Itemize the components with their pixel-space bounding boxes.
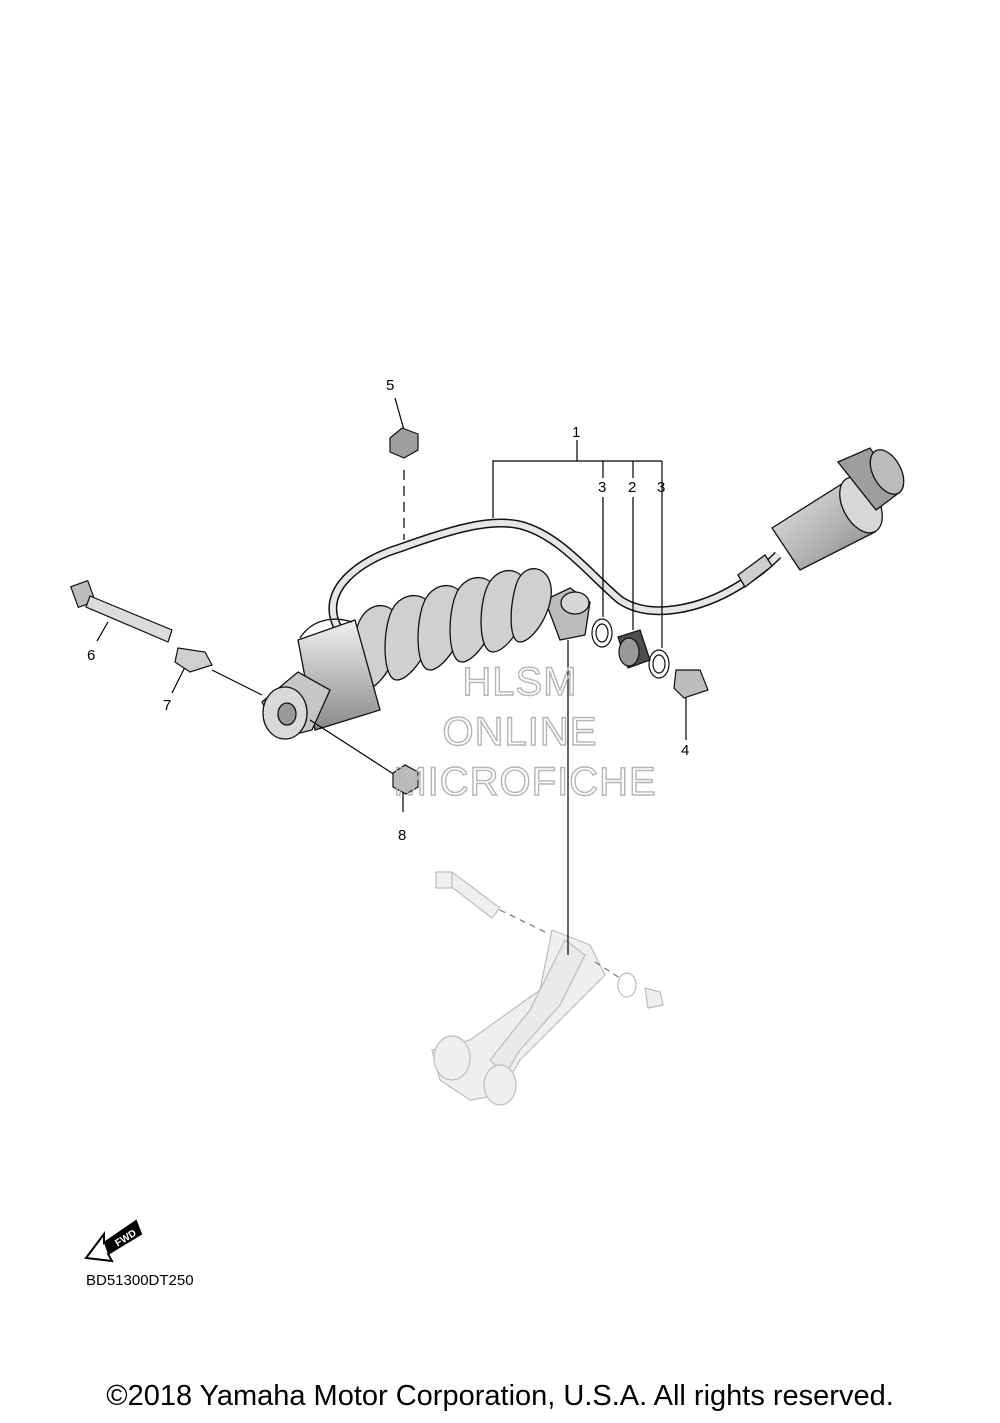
callout-3b: 3 <box>657 479 665 496</box>
svg-text:MICROFICHE: MICROFICHE <box>393 760 656 804</box>
relay-arm-ghost <box>431 871 664 1106</box>
fwd-arrow-icon: FWD <box>84 1219 143 1263</box>
small-parts <box>70 427 709 795</box>
callout-1: 1 <box>572 424 580 441</box>
callout-6: 6 <box>87 647 95 664</box>
collar-guide-ghost <box>594 961 621 979</box>
callout-5: 5 <box>386 377 394 394</box>
callout-3a: 3 <box>598 479 606 496</box>
copyright-notice: ©2018 Yamaha Motor Corporation, U.S.A. A… <box>106 1380 894 1412</box>
callout-2: 2 <box>628 479 636 496</box>
leader-lines <box>96 397 687 955</box>
drawing-code: BD51300DT250 <box>86 1272 194 1289</box>
callout-7: 7 <box>163 697 171 714</box>
watermark: HLSM ONLINE MICROFICHE <box>393 659 657 804</box>
callout-8: 8 <box>398 827 406 844</box>
svg-text:ONLINE: ONLINE <box>443 710 598 754</box>
callouts: 1 2 3 3 4 5 6 7 8 <box>87 377 689 844</box>
rear-shock-absorber <box>261 447 905 740</box>
svg-text:HLSM: HLSM <box>462 660 577 704</box>
callout-4: 4 <box>681 742 689 759</box>
bolt-guide-ghost <box>499 909 546 933</box>
